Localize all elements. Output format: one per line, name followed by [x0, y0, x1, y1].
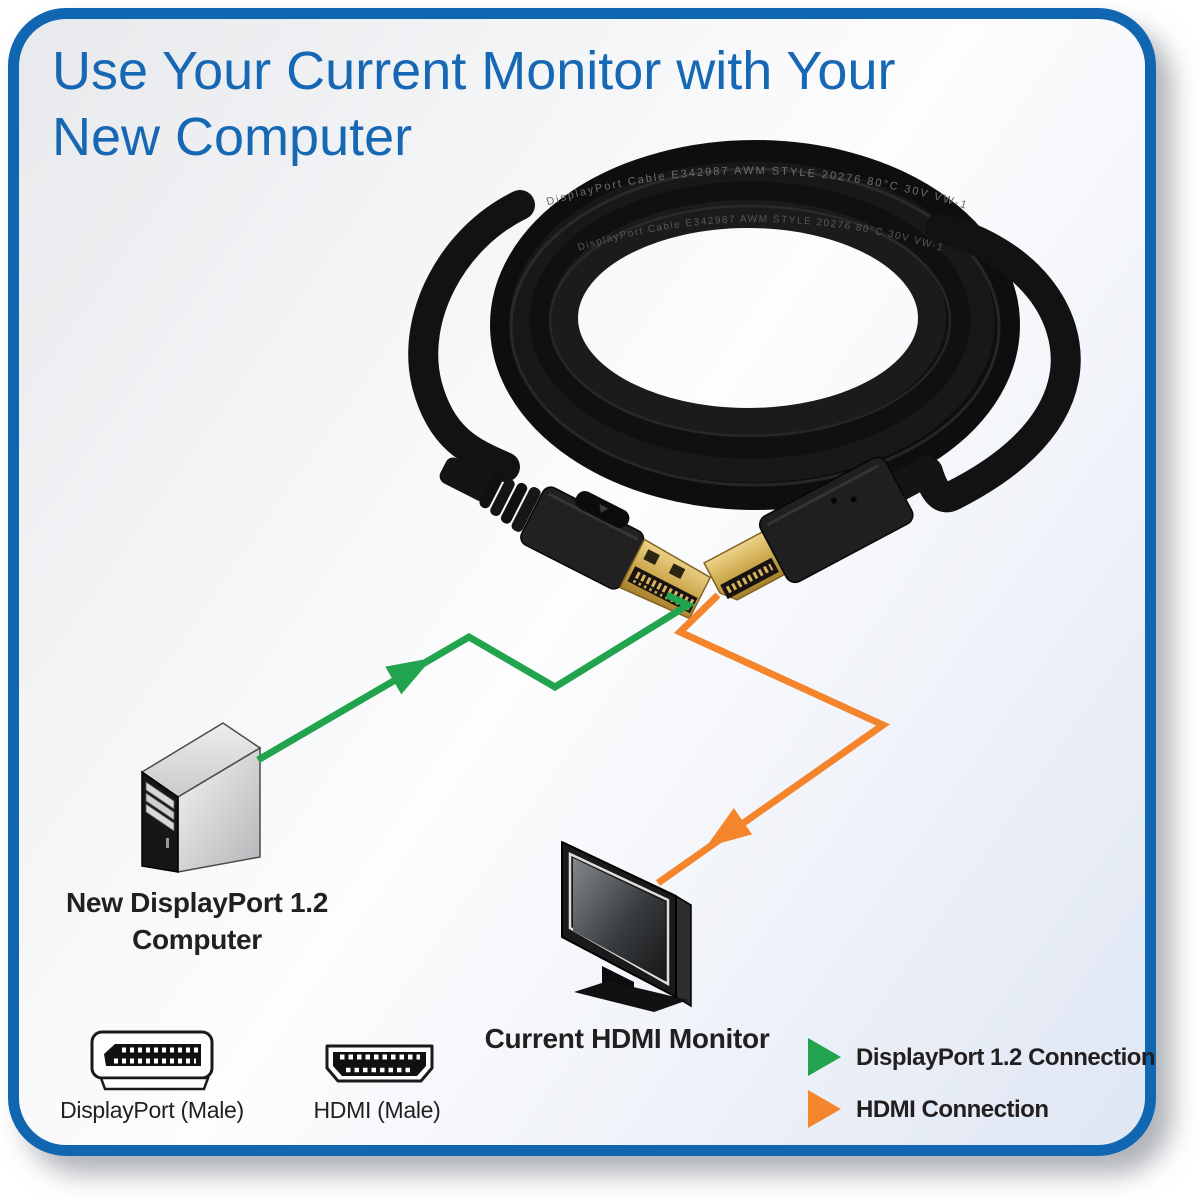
- cable-sheen-1: [509, 167, 1001, 487]
- cable-loop-2: [509, 161, 995, 483]
- tower-drive-bay-1: [145, 781, 175, 810]
- computer-label: New DisplayPort 1.2 Computer: [66, 884, 328, 958]
- displayport-plug-cable-stub: [439, 457, 497, 503]
- tower-drive-bay-3: [145, 803, 175, 832]
- displayport-plug-rib-2: [490, 478, 515, 516]
- hdmi-plug-gold-shield: [703, 530, 788, 601]
- page-title-line-1: Use Your Current Monitor with Your: [52, 41, 896, 101]
- computer-tower-icon: [140, 722, 262, 873]
- displayport-plug-top-slot-2: [668, 563, 686, 580]
- hdmi-male-icon: [325, 1044, 434, 1083]
- hdmi-legend-triangle-icon: [808, 1090, 841, 1128]
- hdmi-legend-label: HDMI Connection: [856, 1096, 1049, 1123]
- displayport-male-label: DisplayPort (Male): [60, 1097, 244, 1123]
- computer-label-line-2: Computer: [132, 924, 262, 955]
- monitor-stand-base: [574, 981, 688, 1012]
- monitor-screen: [573, 858, 665, 981]
- displayport-plug-latch-arrow: [599, 504, 609, 513]
- displayport-plug-body-sheen: [547, 492, 639, 541]
- displayport-male-pin-block: [104, 1044, 201, 1066]
- tower-drive-bay-2: [145, 792, 175, 821]
- cable-sheen-2: [548, 204, 952, 438]
- monitor-label: Current HDMI Monitor: [484, 1023, 770, 1054]
- hdmi-male-label: HDMI (Male): [313, 1097, 441, 1123]
- computer-label-line-1: New DisplayPort 1.2: [66, 887, 328, 918]
- displayport-plug-pins-row-1: [634, 571, 695, 607]
- displayport-plug-pins-row-2: [632, 579, 691, 611]
- displayport-male-icon: [90, 1030, 214, 1091]
- cable-loop-3: [529, 181, 971, 459]
- page-title-line-2: New Computer: [52, 107, 413, 167]
- cable-right-tail: [913, 213, 1081, 513]
- cable-left-tail: [408, 190, 535, 482]
- tower-indicator-lights: [166, 838, 169, 848]
- displayport-plug-rib-1: [479, 474, 503, 509]
- cable-loop-inner: [550, 200, 946, 436]
- displayport-plug: [439, 457, 712, 620]
- hdmi-connection-arrowhead: [706, 808, 753, 848]
- displayport-connection-line: [256, 591, 696, 764]
- displayport-plug-top-slot-1: [643, 549, 660, 565]
- page-title: Use Your Current Monitor with Your New C…: [52, 38, 1012, 170]
- displayport-plug-rib-4: [511, 487, 541, 532]
- displayport-connection-arrowhead: [385, 658, 433, 695]
- hdmi-plug-screw-dot-2: [850, 496, 857, 503]
- monitor-side-edge: [675, 894, 692, 1008]
- displayport-legend-label: DisplayPort 1.2 Connection: [856, 1044, 1156, 1071]
- cable-coil: DisplayPort Cable E342987 AWM STYLE 2027…: [408, 140, 1081, 513]
- monitor-icon: [561, 841, 692, 1012]
- hdmi-plug-pins: [725, 563, 774, 594]
- hdmi-plug-screw-dot-1: [830, 497, 837, 504]
- monitor-bezel-trim: [568, 852, 670, 987]
- hdmi-plug-body-sheen: [766, 464, 880, 527]
- hdmi-connection-line: [655, 592, 891, 886]
- hdmi-plug-body: [758, 456, 914, 584]
- hdmi-plug: [703, 455, 943, 601]
- displayport-male-base-tab: [99, 1076, 210, 1091]
- displayport-legend-triangle-icon: [808, 1038, 841, 1076]
- displayport-plug-rib-3: [500, 482, 528, 524]
- cable-loop-outer: [490, 140, 1020, 510]
